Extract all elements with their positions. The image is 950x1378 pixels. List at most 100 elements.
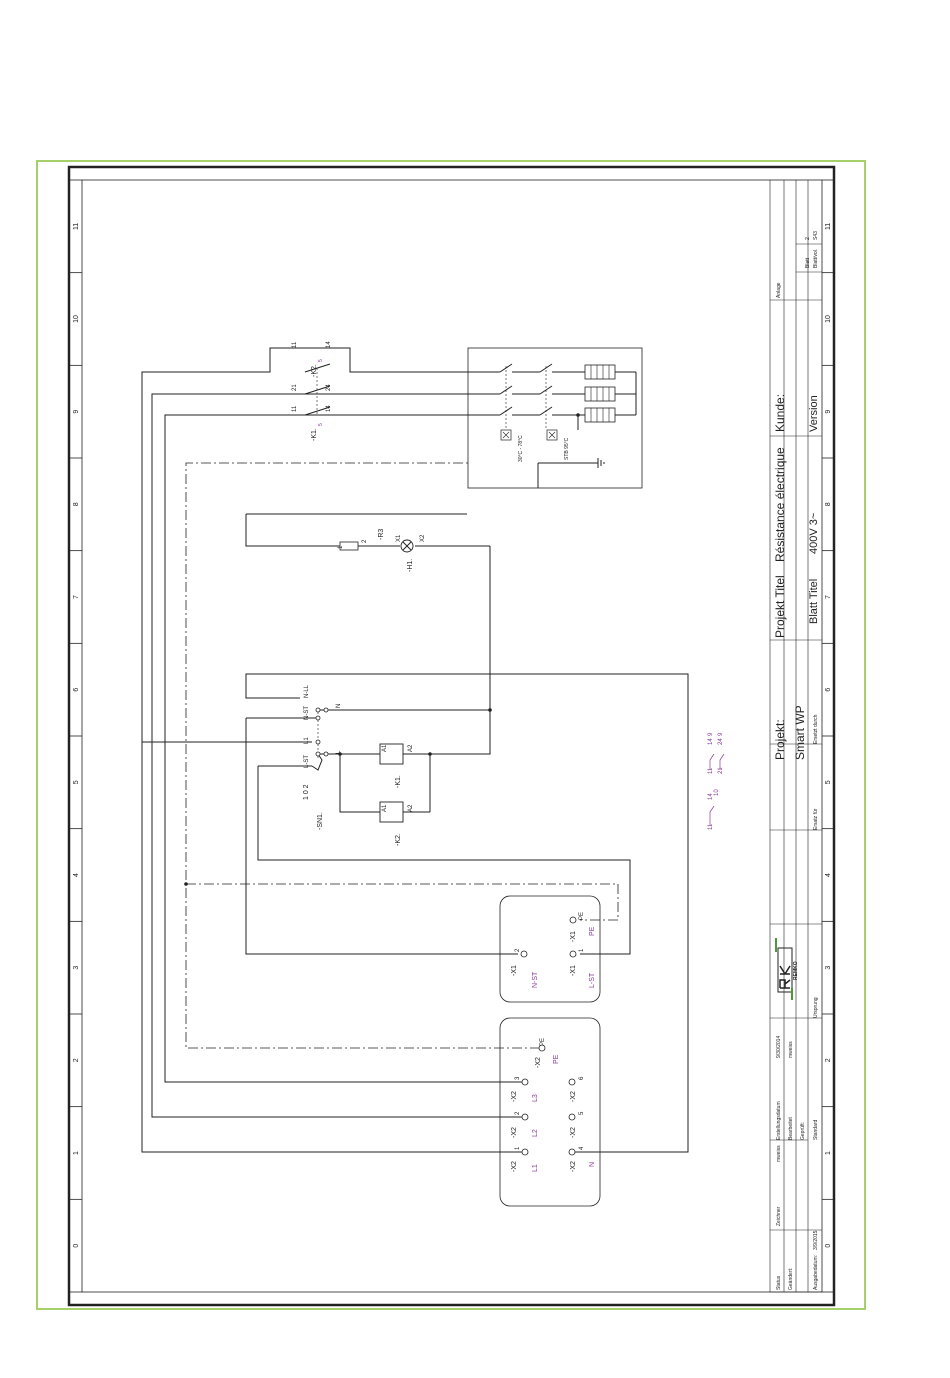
x2-n-pin: 4 <box>579 1146 585 1150</box>
blattvol-label: Blatt/vol. <box>813 249 819 268</box>
r3-pin1: 1 <box>338 545 344 549</box>
xref-k2-sub-1: 9 <box>708 732 714 736</box>
xref-k2-sub-2: 9 <box>718 732 724 736</box>
column-number: 1 <box>825 1151 832 1155</box>
terminal-strip <box>315 707 329 757</box>
terminal-n: N <box>336 704 342 708</box>
projekt-titel-label: Projekt Titel <box>773 575 787 638</box>
relay-k1-coil <box>379 743 404 765</box>
blatt-value: 2 <box>805 237 811 240</box>
geaendert-label: Geändert: <box>788 1268 794 1290</box>
wiring <box>141 347 689 1153</box>
x2-5-ref: -X2 <box>570 1127 577 1138</box>
erstellungsdatum-value: 9/30/2014 <box>776 1036 782 1058</box>
column-number: 8 <box>73 502 80 506</box>
k2-coil-a1: A1 <box>382 804 388 812</box>
ersatz-fuer-label: Ersatz für <box>813 808 819 830</box>
x2-pe-ref: -X2 <box>535 1057 542 1068</box>
status-label: Status <box>776 1275 782 1290</box>
x1-connector-box <box>499 895 601 1003</box>
k1-pin-24: 24 <box>326 384 332 391</box>
x2-l3-ref: -X2 <box>511 1091 518 1102</box>
xref-k2-d: 24 <box>718 738 724 745</box>
erstellungsdatum-label: Erstellungsdatum <box>776 1101 782 1140</box>
k1-coil-a1: A1 <box>382 744 388 752</box>
title-block <box>769 180 822 1293</box>
x2-connector-box <box>499 1017 601 1207</box>
column-number: 2 <box>825 1058 832 1062</box>
bearbeitet-label: Bearbeitet <box>788 1117 794 1140</box>
terminal-nst: N-ST <box>304 706 310 720</box>
x2-l1-pin: 1 <box>515 1146 521 1150</box>
x2-6-ref: -X2 <box>570 1091 577 1102</box>
column-number: 0 <box>825 1244 832 1248</box>
x1-l-label: L-ST <box>589 972 596 988</box>
column-number: 5 <box>73 780 80 784</box>
xref-k1-right: 14 <box>708 793 714 800</box>
x1-terminal-2 <box>520 950 528 958</box>
blatt-titel-value: 400V 3~ <box>808 513 820 554</box>
lamp-h1 <box>400 539 414 553</box>
x1-pe-pin: PE <box>579 912 585 920</box>
column-number: 3 <box>73 966 80 970</box>
column-number: 3 <box>825 966 832 970</box>
terminal-l1: L1 <box>304 737 310 744</box>
column-number: 10 <box>825 315 832 323</box>
column-number: 6 <box>73 688 80 692</box>
x1-n-ref: -X1 <box>511 965 518 976</box>
switch-positions: 1 0 2 <box>303 784 310 800</box>
projekt-titel-value: Résistance électrique <box>773 447 787 562</box>
blatt-label: Blatt <box>805 257 811 268</box>
standard-label: Standard <box>813 1119 819 1140</box>
x2-l1-ref: -X2 <box>511 1161 518 1172</box>
x2-pe-pin: PE <box>540 1038 546 1046</box>
geprueft-label: Geprüft: <box>800 1122 806 1140</box>
x1-terminal-pe <box>569 916 577 924</box>
column-number: 7 <box>825 595 832 599</box>
k2-contact-ref: -K2. <box>311 364 318 377</box>
x2-l3-pin: 3 <box>515 1076 521 1080</box>
contact-cross-reference-k2: 11 14 21 24 9 9 <box>708 732 725 774</box>
x2-terminal-2 <box>521 1113 529 1121</box>
switch-ref: -SN1. <box>317 812 324 830</box>
r3-ref: -R3 <box>378 529 385 540</box>
thermostat-label: 30°C - 78°C <box>518 435 524 462</box>
column-number: 5 <box>825 780 832 784</box>
blattvol-value: S43 <box>813 231 819 240</box>
column-number: 10 <box>73 315 80 323</box>
anlage-label: Anlage <box>776 282 782 298</box>
column-number: 0 <box>73 1244 80 1248</box>
page-frame <box>36 160 866 1310</box>
k1-pin-14: 14 <box>326 405 332 412</box>
x2-pe-label: PE <box>553 1054 560 1064</box>
k1-pin-21: 21 <box>292 384 298 391</box>
kunde-label: Kunde: <box>773 394 787 432</box>
x2-terminal-5 <box>568 1113 576 1121</box>
xref-k2-b: 14 <box>708 738 714 745</box>
h1-pin-b: X2 <box>420 534 426 542</box>
x1-pe-ref: -X1 <box>570 931 577 942</box>
x2-l2-label: L2 <box>532 1129 539 1137</box>
x2-n-label: N <box>589 1162 596 1167</box>
column-number: 1 <box>73 1151 80 1155</box>
xref-k2-a: 11 <box>708 767 714 774</box>
x2-terminal-1 <box>521 1148 529 1156</box>
k1-contact-ref: -K1. <box>311 428 318 441</box>
relay-k2-coil <box>379 801 404 823</box>
ursprung-label: Ursprung <box>813 997 819 1018</box>
k2-coil-ref: -K2. <box>395 833 402 846</box>
x2-l2-pin: 2 <box>515 1111 521 1115</box>
terminal-lst: L-ST <box>304 755 310 768</box>
k1-coil-a2: A2 <box>408 744 414 752</box>
r3-pin2: 2 <box>362 539 368 543</box>
x1-n-pin: 2 <box>515 948 521 952</box>
x2-5-pin: 5 <box>579 1111 585 1115</box>
column-number: 9 <box>73 410 80 414</box>
heater-box <box>467 347 643 489</box>
resistor-r3 <box>339 541 359 551</box>
junction-dots <box>184 413 580 886</box>
x2-terminal-3 <box>521 1078 529 1086</box>
x2-terminal-pe <box>538 1044 546 1052</box>
xref-k1-left: 11 <box>708 823 714 830</box>
